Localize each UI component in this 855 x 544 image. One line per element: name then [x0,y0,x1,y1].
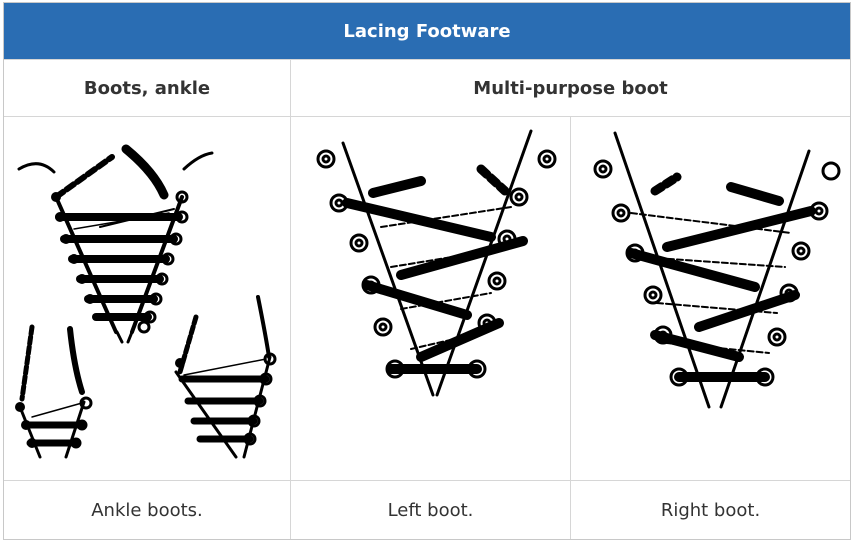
column-divider [570,117,571,539]
lacing-table: Lacing Footware Boots, ankle Multi-purpo… [3,2,851,540]
table-title: Lacing Footware [4,3,850,59]
caption-ankle-boots: Ankle boots. [91,499,203,521]
ankle-boots-lacing-illustration [4,117,290,480]
caption-row: Ankle boots. Left boot. Right boot. [4,480,850,539]
caption-right-boot: Right boot. [660,499,761,521]
table-header-row: Boots, ankle Multi-purpose boot [4,59,850,117]
right-boot-lacing-illustration [571,117,850,480]
column-divider [290,59,291,539]
caption-left-boot: Left boot. [387,499,474,521]
left-boot-lacing-illustration [291,117,570,480]
header-boots-ankle: Boots, ankle [83,78,211,99]
header-multi-purpose-boot: Multi-purpose boot [473,78,668,99]
